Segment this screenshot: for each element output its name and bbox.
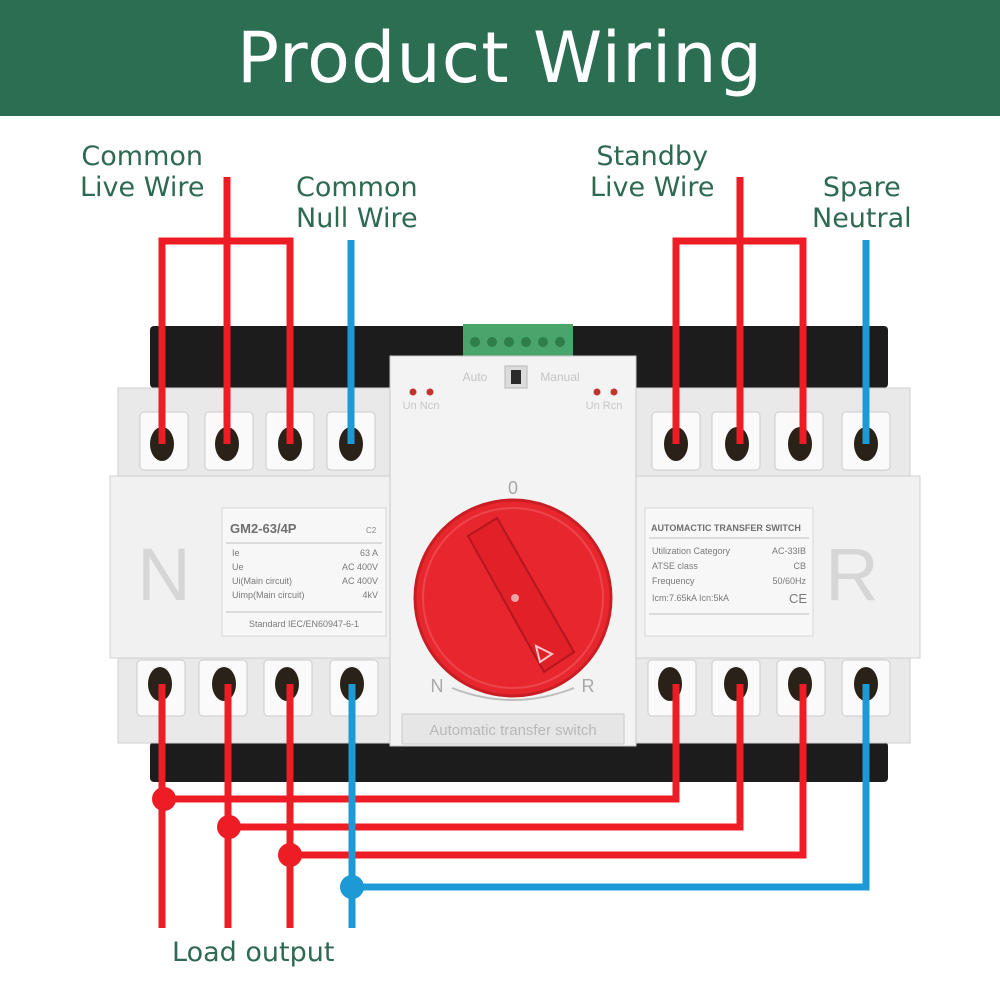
common-live-wire-label: Common Live Wire	[80, 141, 204, 203]
spec-name: Ie	[232, 548, 240, 558]
r-output-link-wire	[228, 684, 744, 831]
terminal-screw	[724, 667, 748, 701]
ratings-text: Icm:7.65kA Icn:5kA	[652, 593, 729, 603]
spec-name: Utilization Category	[652, 546, 731, 556]
header-banner: Product Wiring	[0, 0, 1000, 116]
din-rail-bottom	[150, 742, 888, 782]
right-spec-plate	[644, 507, 814, 637]
spare-neutral-line1: Spare	[822, 172, 901, 203]
dial-arc	[451, 687, 575, 701]
junction-dot	[217, 815, 241, 839]
led-left-label: Un Ncn	[403, 400, 440, 412]
neutral-link-wire	[352, 684, 870, 891]
terminal-block	[463, 324, 573, 356]
spec-name: Uimp(Main circuit)	[232, 590, 305, 600]
spec-value: AC-33IB	[772, 546, 806, 556]
junction-dot	[278, 843, 302, 867]
r-output-link-wire	[290, 684, 807, 859]
spec-value: CB	[793, 561, 806, 571]
spare-neutral-line2: Neutral	[812, 203, 912, 234]
auto-label: Auto	[463, 370, 488, 384]
standby-live-line1: Standby	[596, 141, 709, 172]
left-spec-plate	[221, 507, 387, 637]
knob-center-dot	[511, 594, 519, 602]
common-null-line1: Common	[296, 172, 418, 203]
spec-name: Ui(Main circuit)	[232, 576, 292, 586]
side-letter-r: R	[825, 533, 878, 616]
spare-neutral-label: Spare Neutral	[812, 172, 912, 234]
standby-live-wire-label: Standby Live Wire	[590, 141, 714, 203]
selector-handle[interactable]	[466, 516, 576, 674]
common-live-bridge-wire	[158, 237, 294, 444]
common-live-line2: Live Wire	[80, 172, 205, 203]
spec-value: 4kV	[362, 590, 378, 600]
page-title: Product Wiring	[236, 17, 764, 99]
dial-r-mark: R	[582, 676, 595, 696]
standby-live-line2: Live Wire	[590, 172, 715, 203]
r-output-link-wire	[162, 684, 680, 803]
dial-zero-mark: 0	[508, 478, 518, 498]
side-letter-n: N	[137, 533, 190, 616]
common-live-line1: Common	[81, 141, 204, 172]
center-label-strip	[401, 713, 625, 745]
common-null-line2: Null Wire	[296, 203, 418, 234]
spec-value: 63 A	[360, 548, 378, 558]
knob-arrow-icon	[534, 644, 554, 664]
standard-text: Standard IEC/EN60947-6-1	[249, 619, 359, 629]
led-indicator	[409, 388, 417, 396]
led-indicator	[593, 388, 601, 396]
dial-n-mark: N	[431, 676, 444, 696]
center-bottom-label: Automatic transfer switch	[429, 722, 597, 739]
spec-value: AC 400V	[342, 576, 378, 586]
model-suffix: C2	[366, 526, 377, 535]
right-plate-title: AUTOMACTIC TRANSFER SWITCH	[651, 523, 801, 533]
ce-mark-icon: CE	[789, 591, 807, 606]
led-right-label: Un Rcn	[586, 400, 623, 412]
manual-label: Manual	[540, 370, 579, 384]
common-null-wire-label: Common Null Wire	[296, 172, 418, 234]
mode-slide-knob[interactable]	[511, 370, 521, 384]
terminal-screw	[212, 667, 236, 701]
spec-name: ATSE class	[652, 561, 698, 571]
spec-value: 50/60Hz	[772, 576, 806, 586]
standby-live-bridge-wire	[672, 237, 807, 444]
led-indicator	[610, 388, 618, 396]
load-output-label: Load output	[172, 937, 335, 968]
junction-dot	[340, 875, 364, 899]
model-number: GM2-63/4P	[230, 521, 297, 536]
spec-value: AC 400V	[342, 562, 378, 572]
spec-name: Ue	[232, 562, 244, 572]
spec-name: Frequency	[652, 576, 695, 586]
led-indicator	[426, 388, 434, 396]
junction-dot	[152, 787, 176, 811]
